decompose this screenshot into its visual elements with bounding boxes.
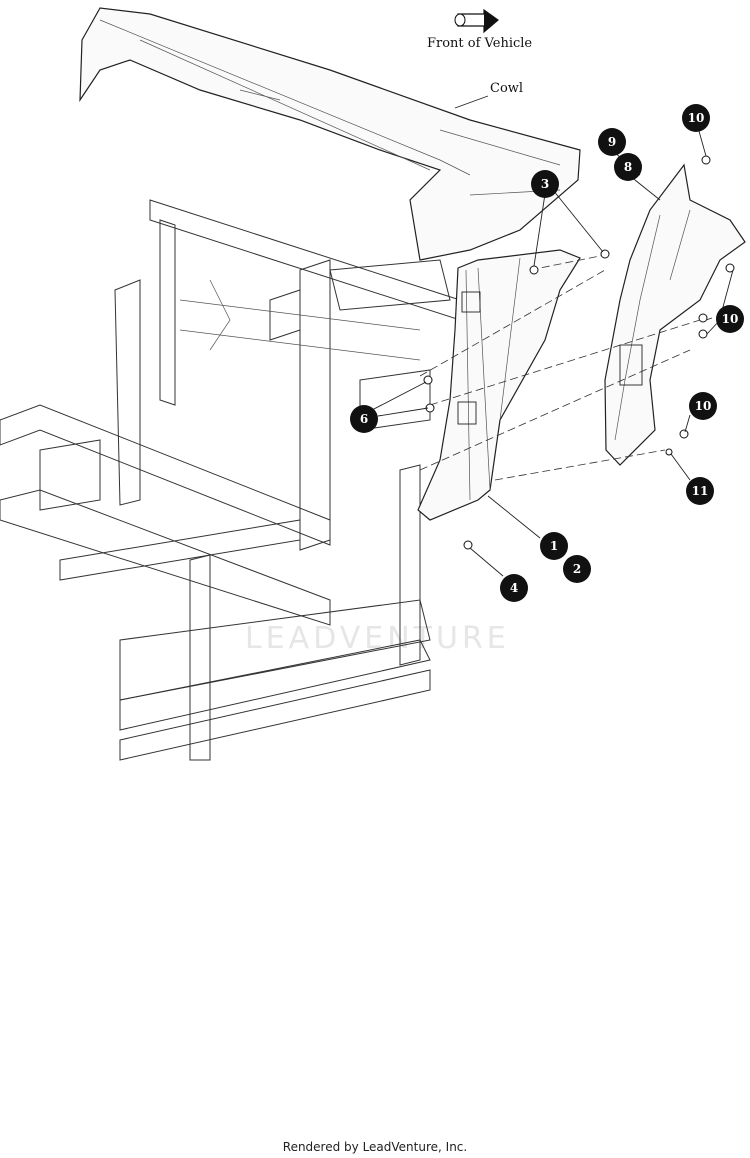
callout-1: 1 <box>540 532 568 560</box>
callout-9: 9 <box>598 128 626 156</box>
svg-text:1: 1 <box>550 539 558 553</box>
callout-10-top: 10 <box>682 104 710 132</box>
front-arrow-icon <box>454 8 499 34</box>
svg-text:2: 2 <box>573 562 581 576</box>
inner-fender-panel-right <box>604 163 746 466</box>
callout-10-middle: 10 <box>716 305 744 333</box>
callout-10-lower: 10 <box>689 392 717 420</box>
svg-text:10: 10 <box>688 111 705 125</box>
watermark: LEADVENTURE <box>245 621 510 656</box>
svg-text:10: 10 <box>722 312 739 326</box>
svg-text:11: 11 <box>692 484 709 498</box>
svg-text:3: 3 <box>541 177 549 191</box>
svg-text:9: 9 <box>608 135 616 149</box>
vehicle-frame <box>0 199 461 761</box>
svg-text:10: 10 <box>695 399 712 413</box>
callout-6: 6 <box>350 405 378 433</box>
front-of-vehicle-label: Front of Vehicle <box>427 36 532 51</box>
svg-text:4: 4 <box>510 581 518 595</box>
callout-11: 11 <box>686 477 714 505</box>
callout-8: 8 <box>614 153 642 181</box>
alignment-lines <box>419 254 701 481</box>
callout-2: 2 <box>563 555 591 583</box>
cowl-label: Cowl <box>490 81 523 96</box>
footer-credit: Rendered by LeadVenture, Inc. <box>282 1140 468 1154</box>
callout-4: 4 <box>500 574 528 602</box>
fastener-icons <box>423 155 735 550</box>
svg-text:6: 6 <box>360 412 368 426</box>
cowl-leader <box>454 95 489 109</box>
callout-3: 3 <box>531 170 559 198</box>
svg-text:8: 8 <box>624 160 632 174</box>
cowl-part <box>79 7 581 261</box>
